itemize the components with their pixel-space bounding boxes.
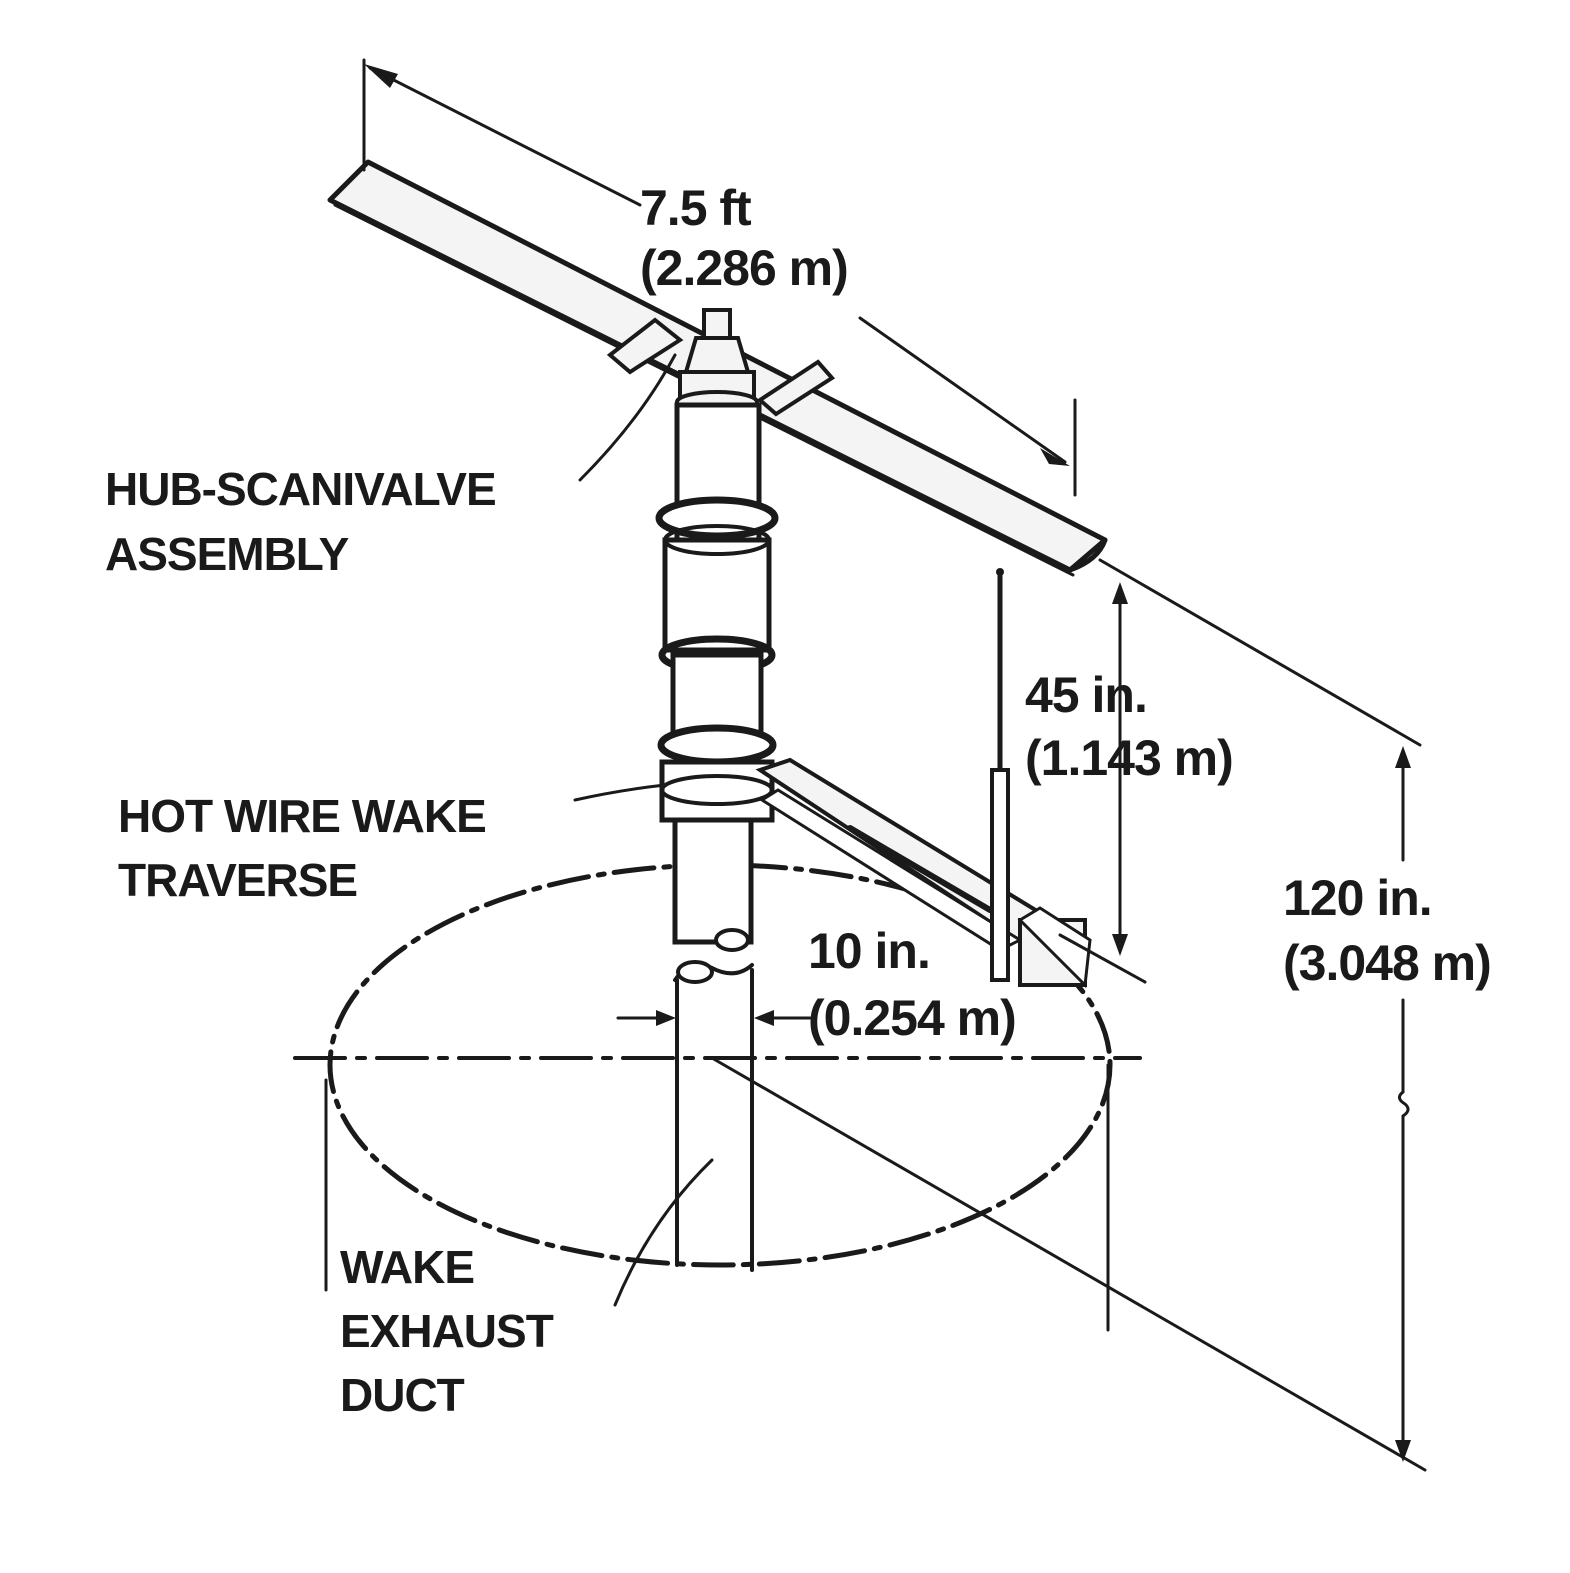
exhaust-duct — [673, 960, 754, 1272]
duct-diameter-label-in: 10 in. — [808, 923, 930, 979]
rotor-height-label-m: (3.048 m) — [1283, 935, 1491, 991]
traverse-leader-line — [573, 783, 667, 802]
blade-grip-left — [606, 317, 684, 375]
duct-label-line1: WAKE — [340, 1241, 474, 1293]
mast-column — [655, 402, 779, 952]
rotor-diameter-label-m: (2.286 m) — [640, 240, 848, 296]
traverse-label-line1: HOT WIRE WAKE — [118, 790, 486, 842]
probe-height-dimension — [1112, 582, 1128, 956]
hub-label-line1: HUB-SCANIVALVE — [105, 463, 496, 515]
traverse-arm — [755, 757, 1092, 989]
rotor-height-label-in: 120 in. — [1283, 870, 1432, 926]
blade-tip-diagonal — [1098, 558, 1422, 747]
duct-diameter-label-m: (0.254 m) — [808, 990, 1016, 1046]
probe-height-label-m: (1.143 m) — [1025, 730, 1233, 786]
blade-grip-right — [756, 359, 836, 417]
traverse-label-line2: TRAVERSE — [118, 854, 357, 906]
hub-label-line2: ASSEMBLY — [105, 528, 349, 580]
duct-leader-line — [613, 1158, 714, 1307]
duct-label-line2: EXHAUST — [340, 1305, 554, 1357]
duct-diameter-dimension — [616, 1010, 812, 1026]
duct-label-line3: DUCT — [340, 1369, 465, 1421]
rotor-height-dimension — [1395, 746, 1411, 1462]
hub-cone — [675, 308, 759, 414]
hot-wire-probe — [990, 568, 1010, 982]
probe-height-label-in: 45 in. — [1025, 667, 1147, 723]
ground-diagonal — [710, 1056, 1427, 1472]
rotor-diameter-label-ft: 7.5 ft — [640, 180, 752, 236]
probe-ground-line — [1058, 933, 1147, 984]
rotor-diameter-dimension — [362, 58, 1077, 497]
hub-leader-line — [578, 353, 677, 482]
